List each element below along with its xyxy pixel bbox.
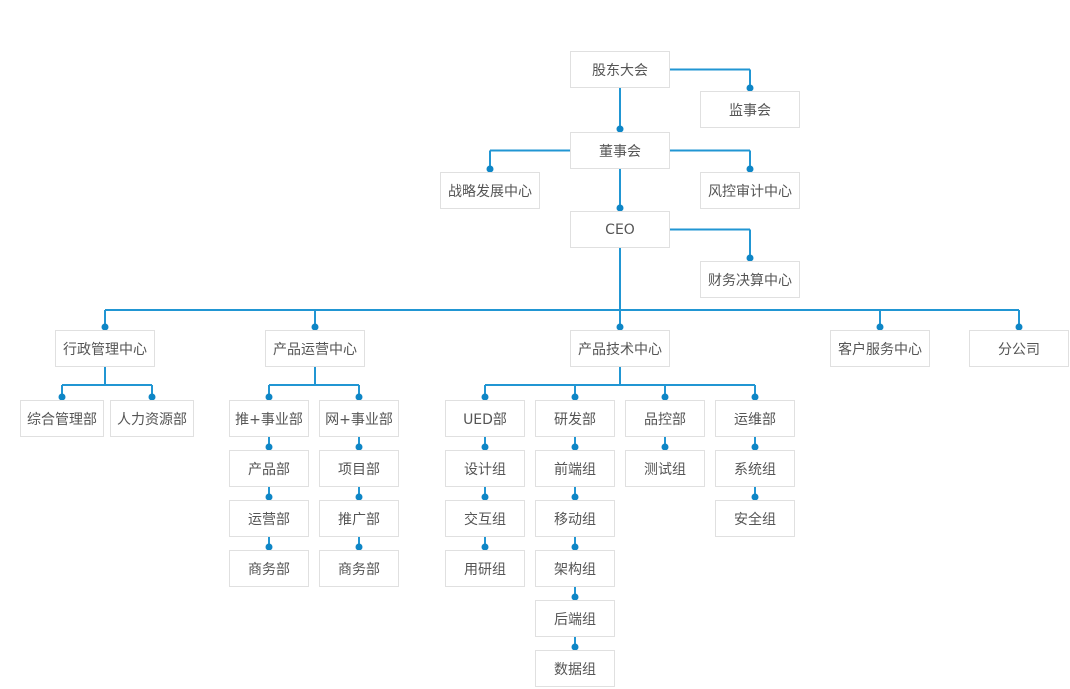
connector-dot bbox=[661, 393, 669, 401]
connector-dot bbox=[265, 443, 273, 451]
org-node-anquan: 安全组 bbox=[715, 500, 795, 537]
connector-dot bbox=[616, 125, 624, 133]
connector-dot bbox=[311, 323, 319, 331]
org-node-yunwei: 运维部 bbox=[715, 400, 795, 437]
org-node-jiagou: 架构组 bbox=[535, 550, 615, 587]
org-node-yidong: 移动组 bbox=[535, 500, 615, 537]
org-node-shangwu1: 商务部 bbox=[229, 550, 309, 587]
connector-dot bbox=[265, 493, 273, 501]
org-node-chanpin: 产品部 bbox=[229, 450, 309, 487]
connector-dot bbox=[265, 393, 273, 401]
connector-dot bbox=[481, 493, 489, 501]
org-node-xiangmu: 项目部 bbox=[319, 450, 399, 487]
connector-dot bbox=[746, 84, 754, 92]
org-node-shuju: 数据组 bbox=[535, 650, 615, 687]
org-node-qianduan: 前端组 bbox=[535, 450, 615, 487]
connector-dot bbox=[481, 393, 489, 401]
connector-dot bbox=[148, 393, 156, 401]
org-node-shangwu2: 商务部 bbox=[319, 550, 399, 587]
org-node-fengongsi: 分公司 bbox=[969, 330, 1069, 367]
connector-dot bbox=[1015, 323, 1023, 331]
connector-dot bbox=[571, 543, 579, 551]
connector-dot bbox=[751, 393, 759, 401]
connector-dot bbox=[58, 393, 66, 401]
connector-dot bbox=[661, 443, 669, 451]
org-node-ceshi: 测试组 bbox=[625, 450, 705, 487]
org-node-caiwu: 财务决算中心 bbox=[700, 261, 800, 298]
connector-dot bbox=[571, 593, 579, 601]
org-node-ceo: CEO bbox=[570, 211, 670, 248]
connector-dot bbox=[486, 165, 494, 173]
org-node-ued: UED部 bbox=[445, 400, 525, 437]
connector-dot bbox=[616, 323, 624, 331]
org-node-jianshihui: 监事会 bbox=[700, 91, 800, 128]
connector-dot bbox=[355, 443, 363, 451]
connector-dot bbox=[571, 493, 579, 501]
connector-dot bbox=[101, 323, 109, 331]
org-node-yongyan: 用研组 bbox=[445, 550, 525, 587]
connector-dot bbox=[355, 543, 363, 551]
org-node-fengkong: 风控审计中心 bbox=[700, 172, 800, 209]
connector-dot bbox=[571, 393, 579, 401]
connector-dot bbox=[746, 165, 754, 173]
connector-dot bbox=[751, 443, 759, 451]
org-node-yanfa: 研发部 bbox=[535, 400, 615, 437]
connector-dot bbox=[746, 254, 754, 262]
org-node-sheji: 设计组 bbox=[445, 450, 525, 487]
connector-dot bbox=[355, 393, 363, 401]
org-node-gudong: 股东大会 bbox=[570, 51, 670, 88]
org-node-yunying_center: 产品运营中心 bbox=[265, 330, 365, 367]
connector-dot bbox=[481, 543, 489, 551]
org-node-tuiguang: 推广部 bbox=[319, 500, 399, 537]
org-node-zhanlue: 战略发展中心 bbox=[440, 172, 540, 209]
org-node-renli: 人力资源部 bbox=[110, 400, 194, 437]
org-node-xingzheng: 行政管理中心 bbox=[55, 330, 155, 367]
connector-dot bbox=[616, 204, 624, 212]
connector-dot bbox=[571, 643, 579, 651]
org-node-yunyingbu: 运营部 bbox=[229, 500, 309, 537]
org-node-xitong: 系统组 bbox=[715, 450, 795, 487]
connector-dot bbox=[265, 543, 273, 551]
connector-dot bbox=[751, 493, 759, 501]
org-node-jishu_center: 产品技术中心 bbox=[570, 330, 670, 367]
connector-dot bbox=[355, 493, 363, 501]
org-node-pinkong: 品控部 bbox=[625, 400, 705, 437]
org-node-zonghe: 综合管理部 bbox=[20, 400, 104, 437]
connector-dot bbox=[571, 443, 579, 451]
connector-dot bbox=[876, 323, 884, 331]
org-node-tui: 推+事业部 bbox=[229, 400, 309, 437]
connector-dot bbox=[481, 443, 489, 451]
org-node-wang: 网+事业部 bbox=[319, 400, 399, 437]
org-node-kefu: 客户服务中心 bbox=[830, 330, 930, 367]
org-node-houduan: 后端组 bbox=[535, 600, 615, 637]
org-node-jiaohu: 交互组 bbox=[445, 500, 525, 537]
org-node-dongshihui: 董事会 bbox=[570, 132, 670, 169]
